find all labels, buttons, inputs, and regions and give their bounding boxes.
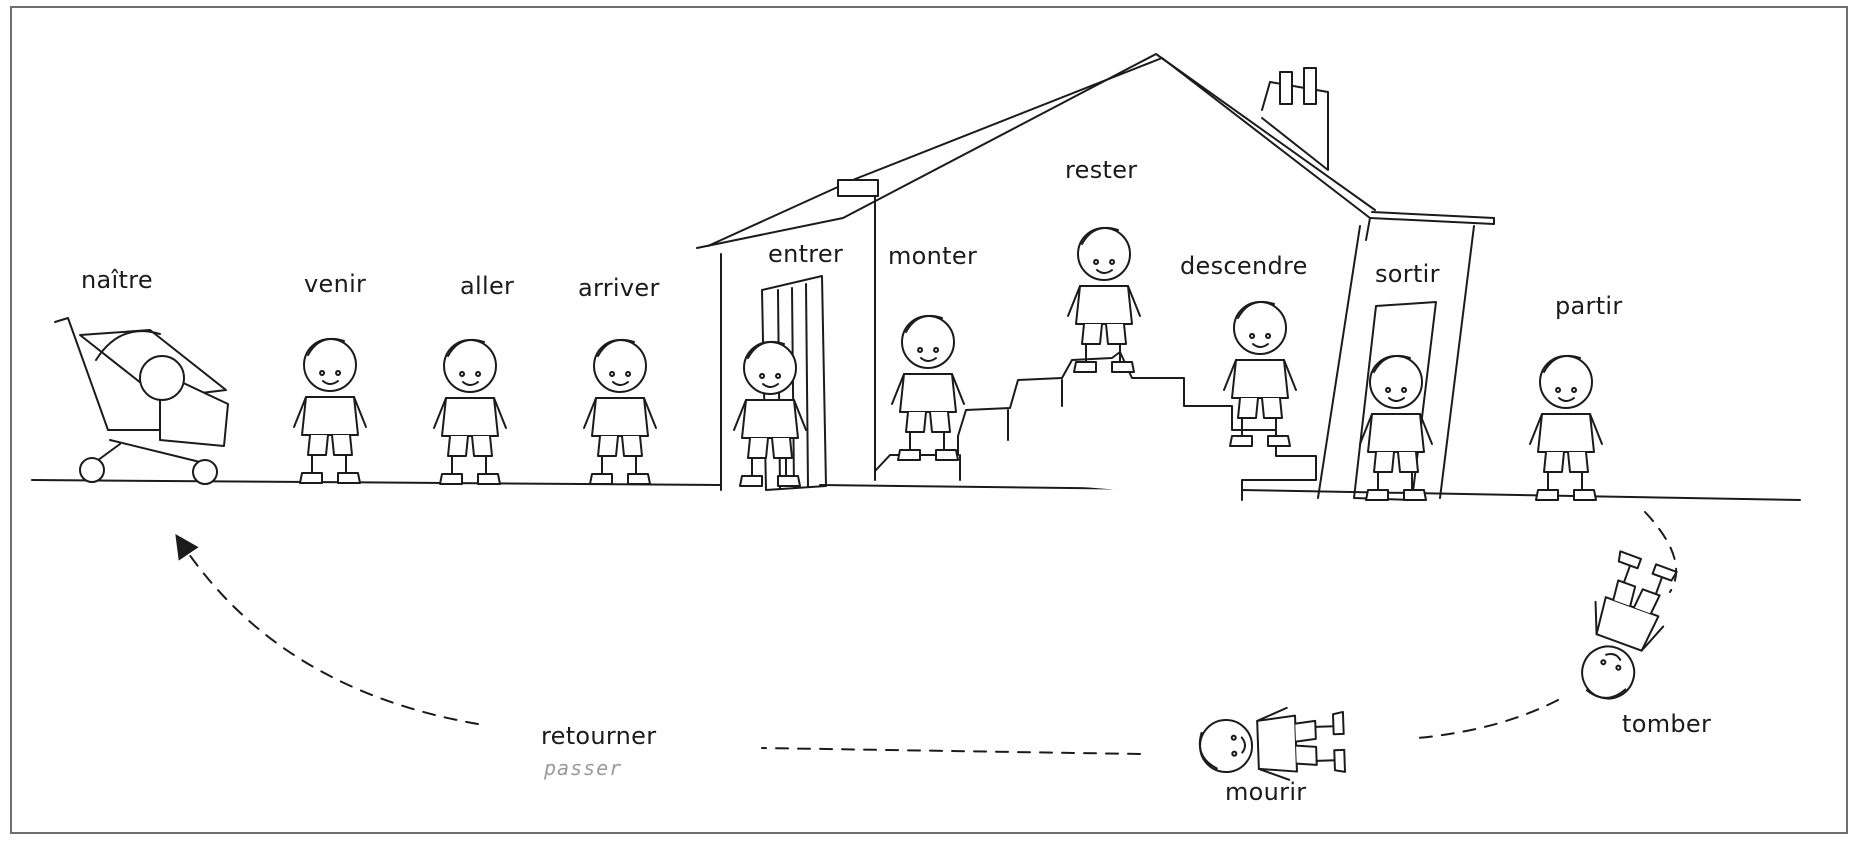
label-mourir: mourir [1225,778,1307,806]
label-aller: aller [460,272,515,300]
cycle-path-right [1644,511,1678,593]
child-mourir [1197,704,1347,784]
label-entrer: entrer [768,240,844,268]
child-arriver [583,338,657,485]
child-tomber [1564,548,1684,711]
label-partir: partir [1555,292,1623,320]
child-descendre [1223,300,1297,447]
child-sortir [1359,354,1433,501]
child-monter [891,314,965,461]
label-tomber: tomber [1622,710,1712,738]
ground-line [31,479,1801,501]
handwritten-note: passer [544,756,623,780]
child-entrer [733,340,807,487]
picture-frame [10,6,1848,834]
label-rester: rester [1065,156,1138,184]
child-venir [293,337,367,484]
cycle-path-bottom [761,747,1141,755]
label-descendre: descendre [1180,252,1308,280]
stroller-icon [54,317,229,485]
label-monter: monter [888,242,978,270]
house-icon [696,53,1495,499]
label-retourner: retourner [541,722,657,750]
label-sortir: sortir [1375,260,1440,288]
child-rester [1067,226,1141,373]
child-aller [433,338,507,485]
chimney-icon [1261,67,1329,171]
cycle-path-left [175,534,479,725]
label-naitre: naître [81,266,153,294]
cycle-path-bottom-right [1417,699,1559,739]
label-arriver: arriver [578,274,660,302]
child-partir [1529,354,1603,501]
label-venir: venir [304,270,367,298]
